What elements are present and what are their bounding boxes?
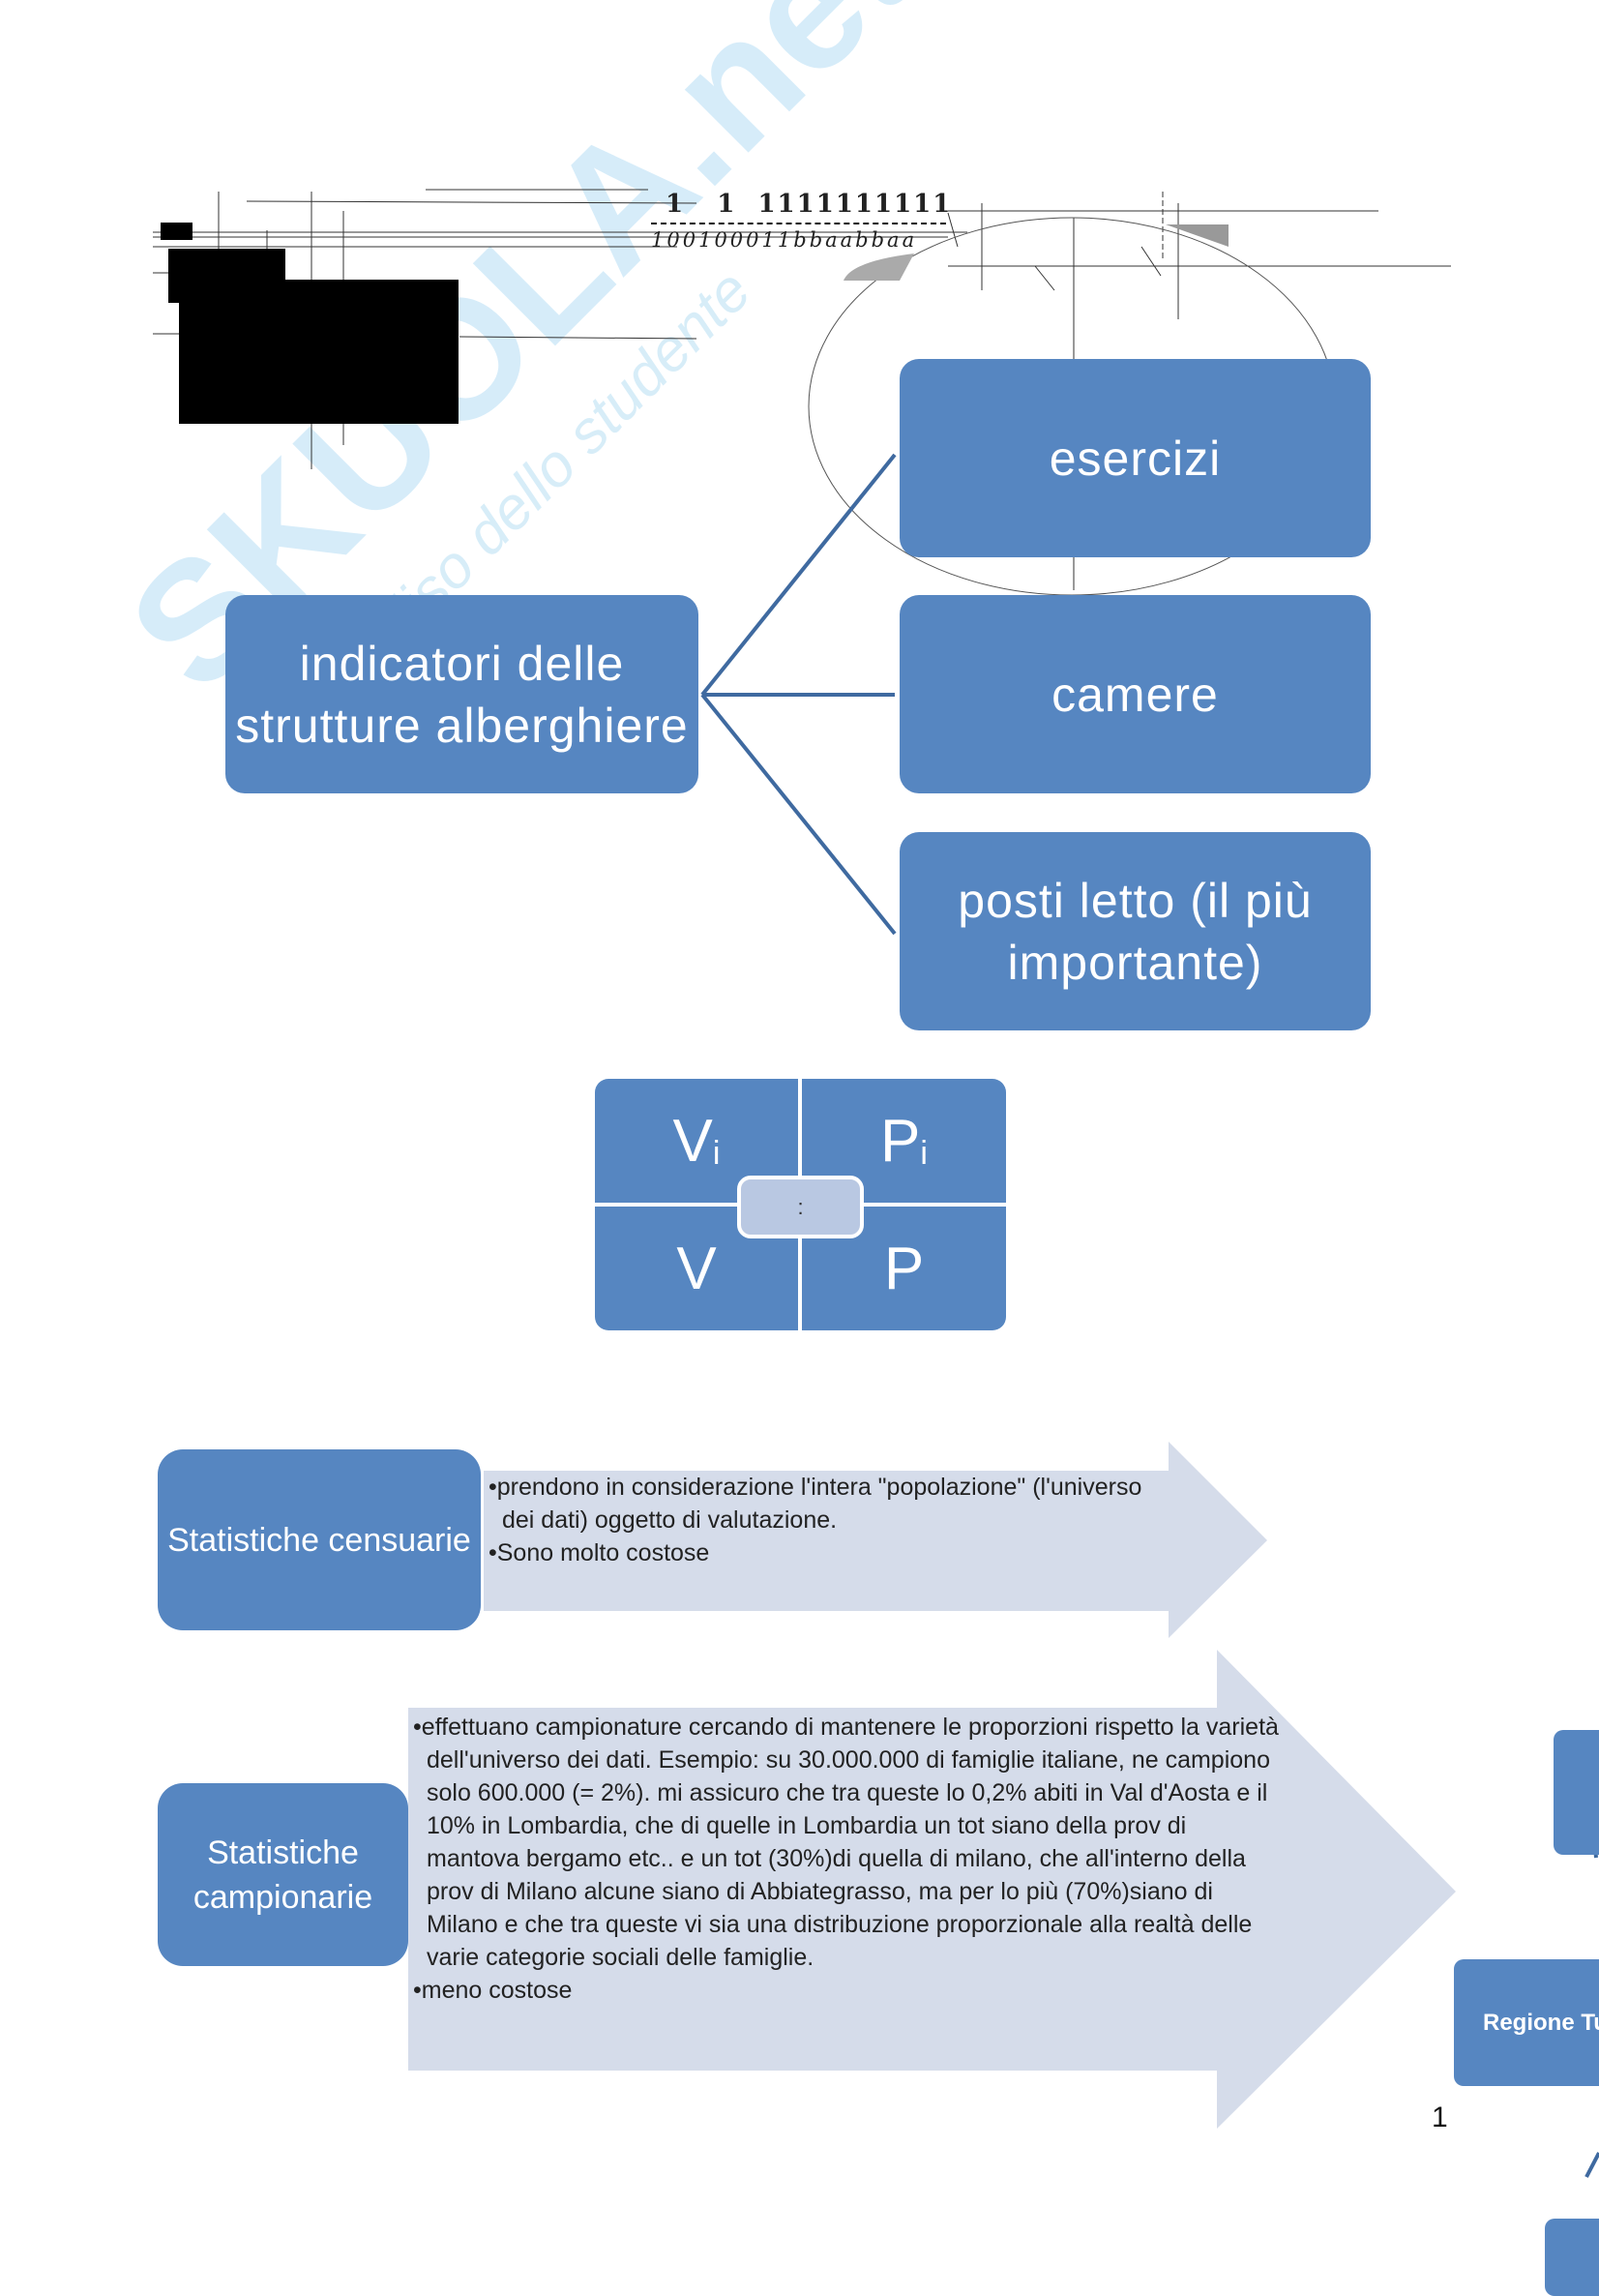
bullet-item: •prendono in considerazione l'intera "po… bbox=[489, 1474, 1142, 1534]
fraction-bar bbox=[651, 223, 946, 224]
formula-numerators: 1 1 1111111111 bbox=[666, 190, 952, 219]
side-node-regione: Regione Tu bbox=[1454, 1959, 1599, 2086]
bullet-item: •effettuano campionature cercando di man… bbox=[413, 1714, 1279, 1971]
bullet-item: •meno costose bbox=[413, 1977, 573, 2004]
census-label: Statistiche censuarie bbox=[158, 1449, 481, 1630]
bullet-item: •Sono molto costose bbox=[489, 1539, 710, 1566]
center-operator: : bbox=[737, 1176, 864, 1238]
census-bullets: •prendono in considerazione l'intera "po… bbox=[489, 1471, 1166, 1569]
child-node-posti-letto: posti letto (il più importante) bbox=[900, 832, 1371, 1030]
redaction-block-large bbox=[179, 280, 459, 424]
formula-denominators: 100100011bbaabbaa bbox=[651, 228, 918, 252]
census-arrow bbox=[484, 1442, 1267, 1638]
redaction-block-small bbox=[161, 223, 192, 240]
sample-label: Statistiche campionarie bbox=[158, 1783, 408, 1966]
numerator: 1111111111 bbox=[757, 190, 953, 219]
root-node: indicatori delle strutture alberghiere bbox=[225, 595, 698, 793]
numerator: 1 bbox=[717, 190, 737, 219]
side-node-top bbox=[1554, 1730, 1599, 1855]
sample-arrow bbox=[408, 1650, 1456, 2129]
child-node-camere: camere bbox=[900, 595, 1371, 793]
side-node-bottom bbox=[1545, 2219, 1599, 2296]
page-number: 1 bbox=[1432, 2102, 1448, 2133]
child-node-esercizi: esercizi bbox=[900, 359, 1371, 557]
diagram-connectors bbox=[700, 453, 897, 936]
numerator: 1 bbox=[666, 190, 686, 219]
sample-bullets: •effettuano campionature cercando di man… bbox=[413, 1711, 1284, 2007]
